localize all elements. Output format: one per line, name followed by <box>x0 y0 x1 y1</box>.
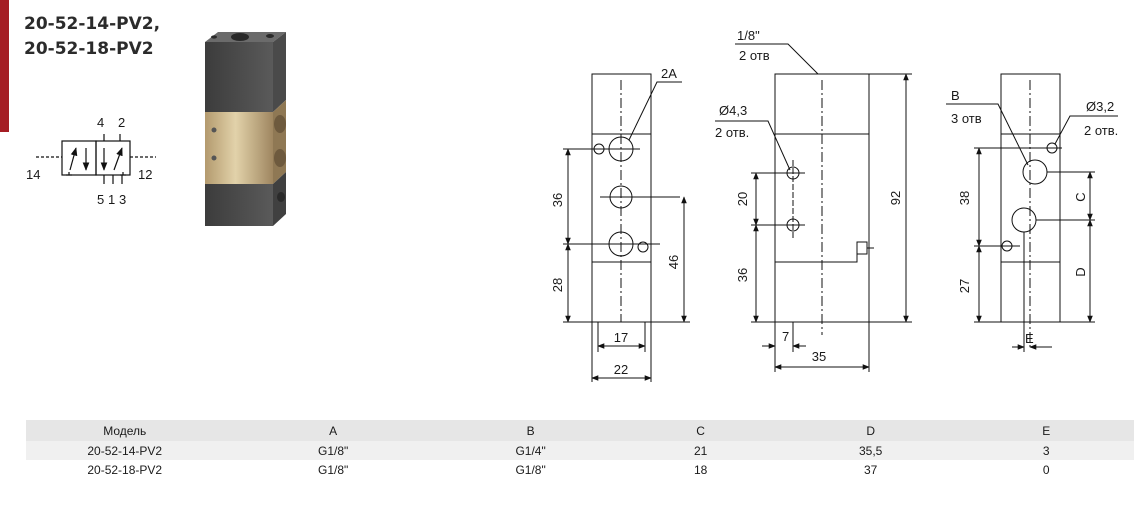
title-line-1: 20-52-14-PV2, <box>24 14 161 34</box>
side-hole-diameter: Ø4,3 <box>719 103 747 118</box>
rear-dim-e: E <box>1025 331 1034 346</box>
cell-c: 21 <box>618 441 783 460</box>
front-view-drawing <box>563 73 690 382</box>
front-port-2a-label: 2A <box>661 66 677 81</box>
table-row: 20-52-18-PV2 G1/8" G1/8" 18 37 0 <box>26 460 1134 479</box>
valve-product-image <box>205 32 286 226</box>
symbol-pilot-14: 14 <box>26 167 40 182</box>
rear-dim-d: D <box>1073 267 1088 276</box>
cell-b: G1/4" <box>442 441 619 460</box>
header-d: D <box>782 420 959 441</box>
symbol-pilot-12: 12 <box>138 167 152 182</box>
side-dim-20: 20 <box>735 192 750 206</box>
product-title: 20-52-14-PV2, 20-52-18-PV2 <box>24 12 160 62</box>
spec-table-header: Модель A B C D E <box>26 420 1134 441</box>
side-hole-count: 2 отв. <box>715 125 749 140</box>
header-model: Модель <box>26 420 224 441</box>
valve-symbol <box>36 134 156 184</box>
spec-table: Модель A B C D E 20-52-14-PV2 G1/8" G1/4… <box>26 420 1134 479</box>
cell-model: 20-52-14-PV2 <box>26 441 224 460</box>
side-dim-92: 92 <box>888 191 903 205</box>
rear-hole-count: 2 отв. <box>1084 123 1118 138</box>
front-dim-46: 46 <box>666 255 681 269</box>
cell-d: 37 <box>863 462 878 477</box>
cell-model: 20-52-18-PV2 <box>87 462 163 477</box>
front-dim-36: 36 <box>550 193 565 207</box>
header-c: C <box>618 420 783 441</box>
side-view-drawing <box>715 43 912 372</box>
cell-a: G1/8" <box>318 462 349 477</box>
side-dim-7: 7 <box>782 329 789 344</box>
rear-port-count: 3 отв <box>951 111 982 126</box>
title-line-2: 20-52-18-PV2 <box>24 39 154 59</box>
cell-b: G1/8" <box>515 462 546 477</box>
front-dim-22: 22 <box>614 362 628 377</box>
front-dim-17: 17 <box>614 330 628 345</box>
table-row: 20-52-14-PV2 G1/8" G1/4" 21 35,5 3 <box>26 441 1134 460</box>
side-port-count: 2 отв <box>739 48 770 63</box>
rear-hole-diameter: Ø3,2 <box>1086 99 1114 114</box>
front-dim-28: 28 <box>550 278 565 292</box>
cell-e: 0 <box>1042 462 1050 477</box>
header-a: A <box>223 420 443 441</box>
cell-d: 35,5 <box>782 441 959 460</box>
side-port-size: 1/8" <box>737 28 760 43</box>
cell-a: G1/8" <box>223 441 443 460</box>
cell-c: 18 <box>693 462 708 477</box>
rear-view-drawing <box>946 73 1118 352</box>
rear-dim-27: 27 <box>957 279 972 293</box>
symbol-port-3: 3 <box>119 192 126 207</box>
accent-bar <box>0 0 9 132</box>
cell-e: 3 <box>958 441 1134 460</box>
side-dim-35: 35 <box>812 349 826 364</box>
side-dim-36: 36 <box>735 268 750 282</box>
header-e: E <box>958 420 1134 441</box>
rear-dim-38: 38 <box>957 191 972 205</box>
header-b: B <box>442 420 619 441</box>
symbol-port-5: 5 <box>97 192 104 207</box>
rear-dim-c: C <box>1073 192 1088 201</box>
symbol-port-4: 4 <box>97 115 104 130</box>
rear-port-b-label: B <box>951 88 960 103</box>
symbol-port-2: 2 <box>118 115 125 130</box>
symbol-port-1: 1 <box>108 192 115 207</box>
